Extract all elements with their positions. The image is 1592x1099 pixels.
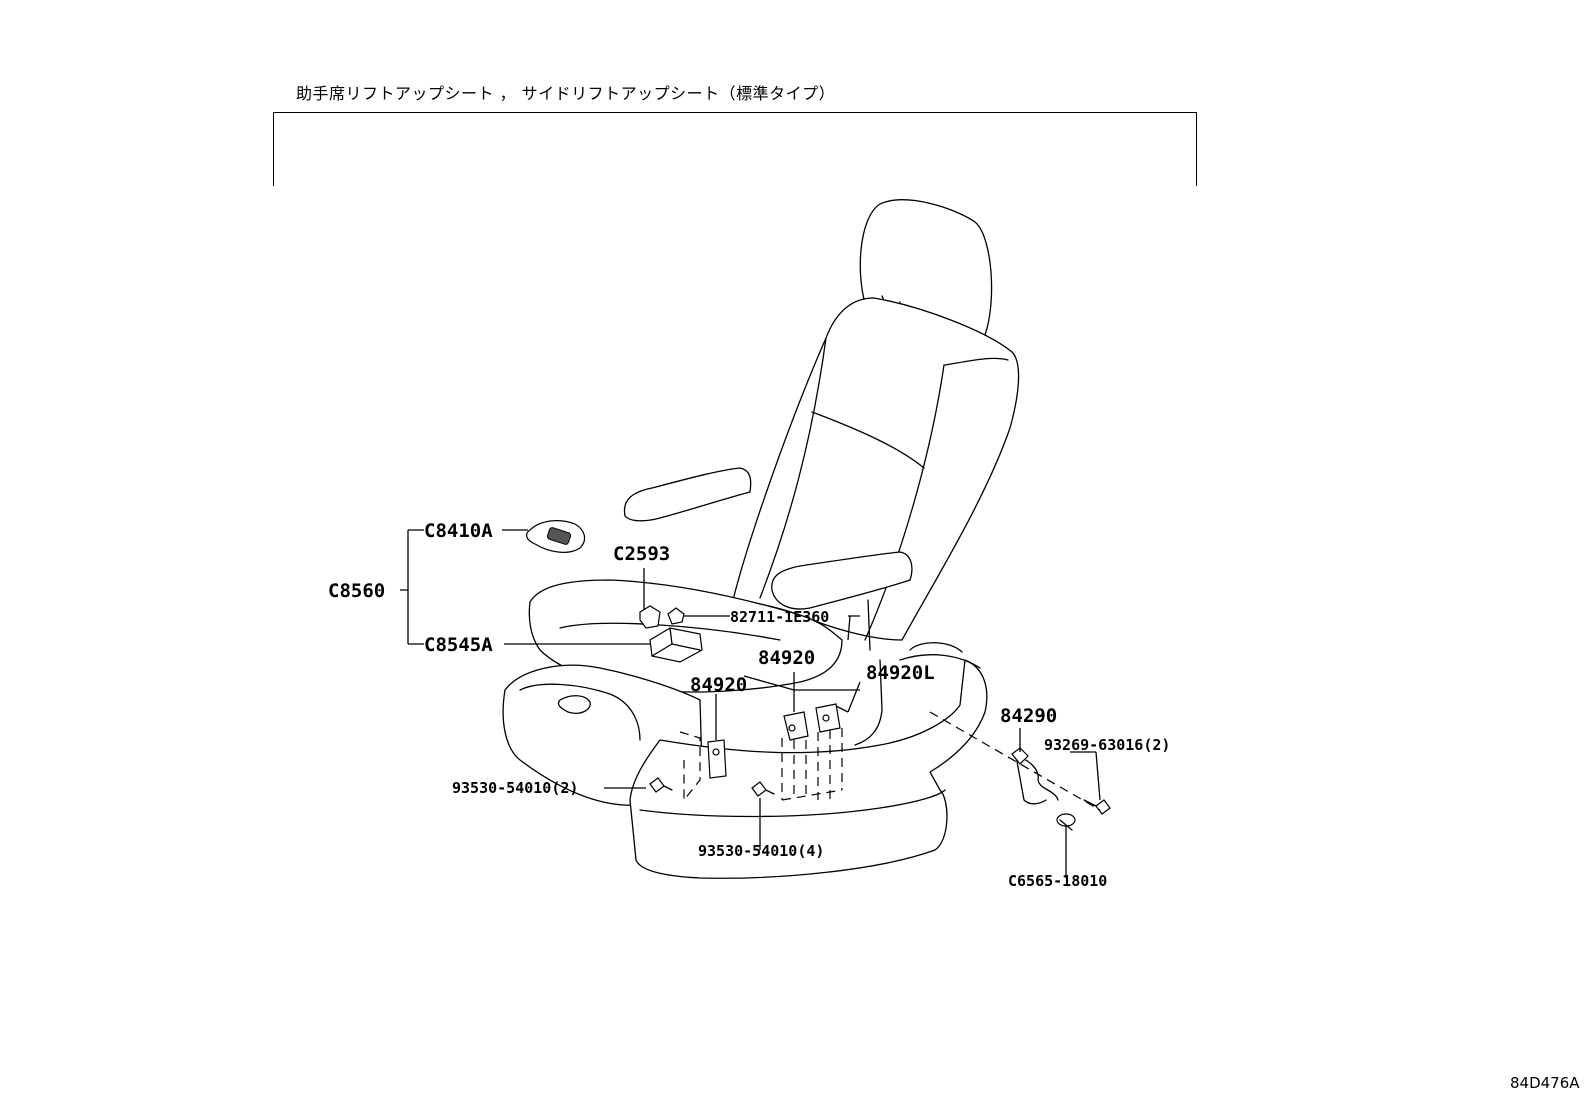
- label-c8560: C8560: [328, 580, 385, 602]
- part-82711-1e360: [667, 607, 685, 625]
- frame-right-border: [1196, 112, 1197, 186]
- label-c8545a: C8545A: [424, 634, 493, 656]
- part-bolt-93530-left: [649, 777, 673, 793]
- part-remote-c8410a: [525, 520, 586, 553]
- installation-guide-lines: [679, 711, 1101, 811]
- part-clip-c2593: [639, 605, 661, 629]
- right-armrest: [771, 551, 913, 651]
- label-c8410a: C8410A: [424, 520, 493, 542]
- diagram-title: 助手席リフトアップシート ， サイドリフトアップシート（標準タイプ）: [296, 84, 836, 103]
- label-93530-54010-center: 93530-54010(4): [698, 842, 824, 860]
- part-bracket-84920-lower: [707, 739, 727, 779]
- label-84290: 84290: [1000, 705, 1057, 727]
- part-bracket-84920-upper: [783, 711, 809, 741]
- frame-left-border: [273, 112, 274, 186]
- part-bolt-93269: [1083, 799, 1111, 815]
- seat-base: [502, 642, 988, 879]
- part-module-c8545a: [649, 627, 703, 663]
- label-82711-1e360: 82711-1E360: [730, 608, 829, 626]
- callout-labels: C8410A C8560 C8545A C2593 82711-1E360 84…: [328, 520, 1170, 890]
- label-c6565-18010: C6565-18010: [1008, 872, 1107, 890]
- label-84920-lower: 84920: [690, 674, 747, 696]
- part-bracket-84920l: [815, 703, 841, 733]
- label-93269-63016: 93269-63016(2): [1044, 736, 1170, 754]
- left-armrest: [623, 467, 752, 522]
- part-bolt-93530-center: [751, 781, 775, 797]
- label-84920-upper: 84920: [758, 647, 815, 669]
- frame-top-border: [273, 112, 1197, 113]
- label-84920l: 84920L: [866, 662, 935, 684]
- label-c2593: C2593: [613, 543, 670, 565]
- label-93530-54010-left: 93530-54010(2): [452, 779, 578, 797]
- diagram-id: 84D476A: [1510, 1074, 1580, 1092]
- part-harness-84290: [1011, 747, 1059, 805]
- seatback: [732, 297, 1020, 641]
- part-clamp-c6565: [1056, 813, 1076, 831]
- leader-lines: [400, 529, 1101, 878]
